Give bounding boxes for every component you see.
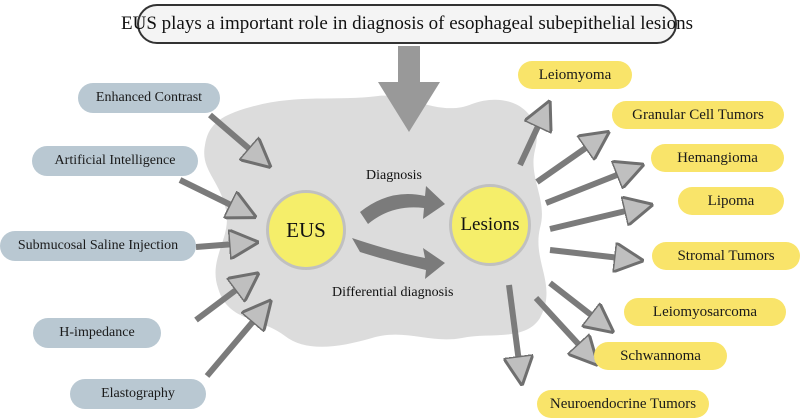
lesion-leiomyosarcoma: Leiomyosarcoma xyxy=(624,298,786,326)
lipoma-arrow xyxy=(549,210,630,232)
diagnosis-arrow xyxy=(360,186,445,224)
lesion-lipoma: Lipoma xyxy=(678,187,784,215)
lesion-schwannoma: Schwannoma xyxy=(594,342,727,370)
lesion-neuroendocrine-tumors: Neuroendocrine Tumors xyxy=(537,390,709,418)
technique-submucosal-saline-injection: Submucosal Saline Injection xyxy=(0,231,196,261)
title-down-arrow xyxy=(378,46,440,132)
lesion-hemangioma: Hemangioma xyxy=(651,144,784,172)
eus-label: EUS xyxy=(286,217,326,242)
lesion-stromal-tumors: Stromal Tumors xyxy=(652,242,800,270)
diagram-title: EUS plays a important role in diagnosis … xyxy=(121,4,693,44)
schwannoma-arrow xyxy=(533,295,582,348)
lesions-label: Lesions xyxy=(460,214,520,235)
technique-h-impedance: H-impedance xyxy=(33,318,161,348)
artificial-intelligence-arrow xyxy=(178,177,235,207)
technique-elastography: Elastography xyxy=(70,379,206,409)
eus-circle: EUS xyxy=(266,190,346,270)
technique-enhanced-contrast: Enhanced Contrast xyxy=(78,83,220,113)
elastography-arrow xyxy=(204,318,256,378)
lesion-granular-cell-tumors: Granular Cell Tumors xyxy=(612,101,784,129)
leiomyosarcoma-arrow xyxy=(548,280,595,318)
technique-artificial-intelligence: Artificial Intelligence xyxy=(32,146,198,176)
saline-injection-arrow xyxy=(195,244,235,247)
background-blob xyxy=(204,95,547,347)
differential-diagnosis-arrow xyxy=(352,238,445,279)
enhanced-contrast-arrow xyxy=(208,112,253,152)
stromal-tumors-arrow xyxy=(549,250,620,258)
neuroendocrine-arrow xyxy=(509,284,519,362)
differential-diagnosis-label: Differential diagnosis xyxy=(332,285,454,300)
lesion-leiomyoma: Leiomyoma xyxy=(518,61,632,89)
h-impedance-arrow xyxy=(194,287,240,323)
lesions-circle: Lesions xyxy=(449,184,531,266)
granular-cell-arrow xyxy=(535,145,590,185)
hemangioma-arrow xyxy=(544,173,622,206)
diagnosis-label: Diagnosis xyxy=(366,168,422,183)
leiomyoma-arrow xyxy=(517,122,540,167)
